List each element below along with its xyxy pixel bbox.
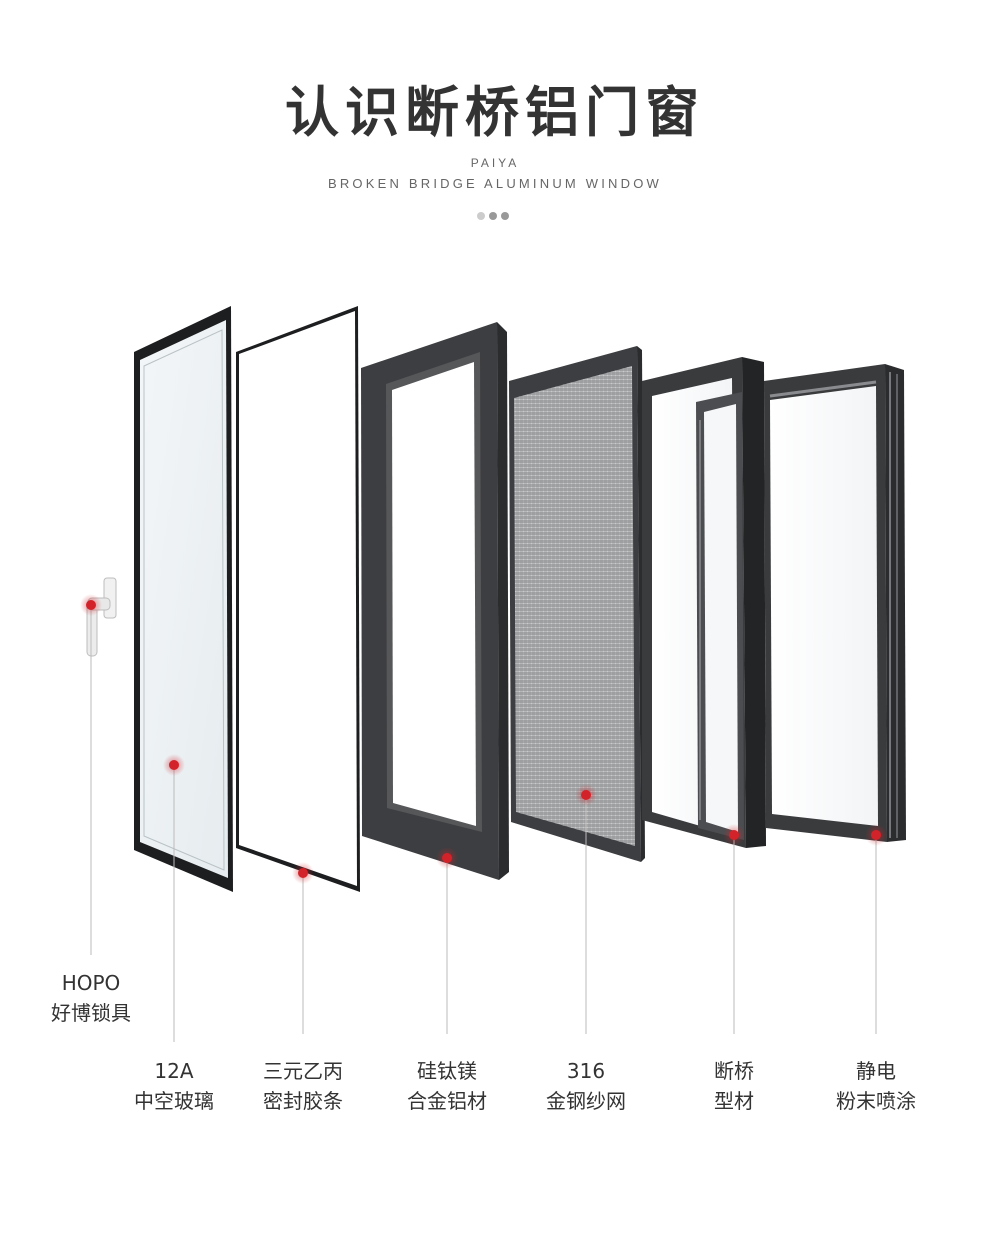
pagination-dots	[477, 212, 509, 220]
markers	[80, 594, 887, 884]
marker-lock	[80, 594, 102, 616]
marker-coating	[865, 824, 887, 846]
marker-profile	[723, 824, 745, 846]
label-mesh-line2: 金钢纱网	[546, 1089, 626, 1113]
glass-panel	[134, 306, 233, 892]
powder-coat-panel	[764, 364, 906, 842]
leader-lines	[90, 605, 877, 1042]
marker-glass	[163, 754, 185, 776]
mesh-screen-panel	[509, 346, 645, 862]
label-gasket: 三元乙丙 密封胶条	[238, 1056, 368, 1116]
label-lock: HOPO 好博锁具	[26, 968, 156, 1028]
label-alloy: 硅钛镁 合金铝材	[382, 1056, 512, 1116]
label-lock-line2: 好博锁具	[51, 1001, 131, 1025]
label-glass-line2: 中空玻璃	[134, 1089, 214, 1113]
label-lock-line1: HOPO	[61, 971, 121, 995]
label-coating-line2: 粉末喷涂	[836, 1089, 916, 1113]
dot-1	[477, 212, 485, 220]
page-title: 认识断桥铝门窗	[285, 81, 705, 144]
label-profile: 断桥 型材	[669, 1056, 799, 1116]
label-gasket-line1: 三元乙丙	[263, 1059, 343, 1083]
label-coating-line1: 静电	[856, 1059, 896, 1083]
label-profile-line2: 型材	[714, 1089, 754, 1113]
thermal-break-panel	[642, 357, 766, 848]
marker-gasket	[292, 862, 314, 884]
marker-mesh	[575, 784, 597, 806]
label-glass-line1: 12A	[154, 1059, 194, 1083]
label-gasket-line2: 密封胶条	[263, 1089, 343, 1113]
label-mesh-line1: 316	[566, 1059, 606, 1083]
alloy-frame-panel	[361, 322, 509, 880]
marker-alloy	[436, 847, 458, 869]
page-subtitle: BROKEN BRIDGE ALUMINUM WINDOW	[327, 176, 663, 191]
gasket-panel	[236, 306, 360, 892]
dot-3	[501, 212, 509, 220]
label-profile-line1: 断桥	[714, 1059, 754, 1083]
label-mesh: 316 金钢纱网	[521, 1056, 651, 1116]
label-glass: 12A 中空玻璃	[109, 1056, 239, 1116]
label-coating: 静电 粉末喷涂	[811, 1056, 941, 1116]
label-alloy-line2: 合金铝材	[407, 1089, 487, 1113]
brand-name: PAIYA	[470, 156, 520, 170]
dot-2	[489, 212, 497, 220]
label-alloy-line1: 硅钛镁	[417, 1059, 477, 1083]
